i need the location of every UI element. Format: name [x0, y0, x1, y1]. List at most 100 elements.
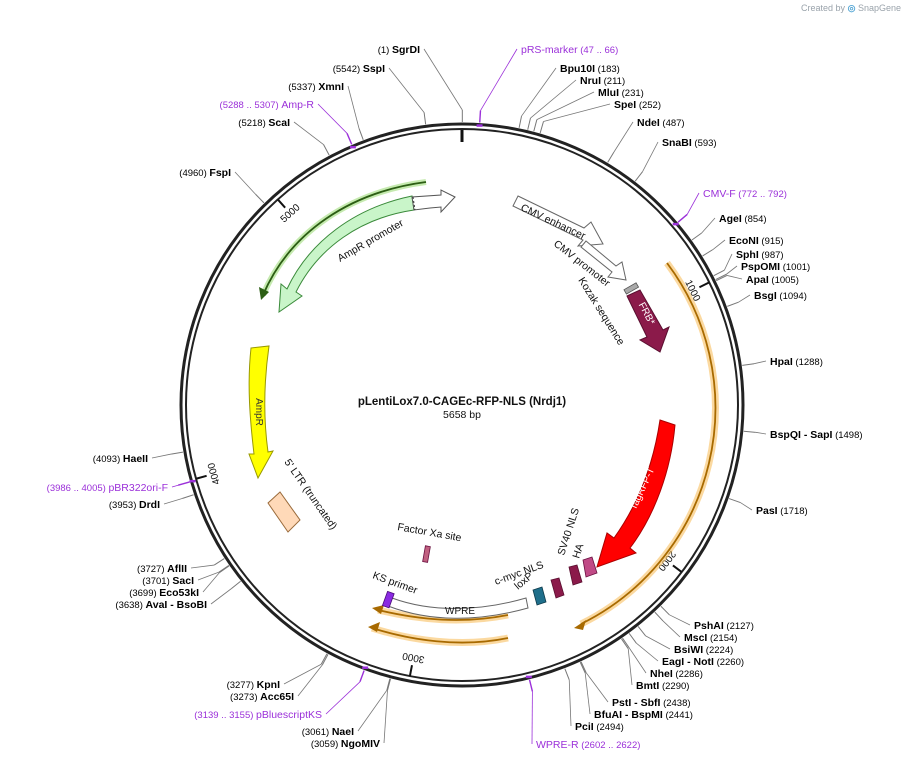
site-name: FspI	[209, 167, 231, 179]
primer-label-pbluescriptks: (3139 .. 3155) pBluescriptKS	[194, 709, 322, 721]
primer-label-amp-r: (5288 .. 5307) Amp-R	[220, 99, 315, 111]
site-label-psti: PstI - SbfI (2438)	[612, 697, 691, 709]
site-leader-psti	[585, 672, 609, 703]
site-leader-apai	[726, 275, 743, 280]
site-leader-eco53ki	[202, 572, 220, 593]
ampr-promoter-feature	[411, 189, 456, 214]
site-leader-spei	[543, 103, 611, 122]
site-leader-scai	[293, 121, 324, 145]
site-tick-kpni	[320, 653, 328, 665]
site-name2: - BspMI	[622, 709, 663, 721]
site-coord: (915)	[759, 236, 784, 247]
site-name: DrdI	[139, 499, 160, 511]
site-name: SpeI	[614, 99, 636, 111]
primer-coord: (3986 .. 4005)	[47, 483, 109, 494]
primer-label-cmv-f: CMV-F (772 .. 792)	[703, 188, 787, 200]
site-coord: (252)	[636, 100, 661, 111]
site-leader-ngomiv	[383, 690, 388, 744]
watermark-prefix: Created by	[801, 3, 846, 13]
site-coord: (2286)	[673, 669, 703, 680]
site-leader-bsiwi	[645, 635, 671, 650]
site-coord: (3061)	[302, 727, 332, 738]
site-label-pshai: PshAI (2127)	[694, 620, 754, 632]
site-tick-pshai	[660, 605, 670, 616]
site-tick-sspi	[423, 112, 427, 125]
scale-tick-3000	[408, 665, 413, 677]
ori-label: AmpR	[253, 398, 264, 426]
site-coord: (1005)	[769, 275, 799, 286]
site-coord: (5542)	[333, 64, 363, 75]
primer-leader-cmv-f	[686, 192, 700, 215]
site-leader-avai	[210, 588, 232, 605]
site-name: NheI	[650, 668, 673, 680]
snapgene-logo-icon: ◎	[847, 3, 856, 13]
site-leader-xmni	[347, 85, 360, 129]
site-leader-bfuai	[584, 672, 591, 715]
kozak-sequence-marker	[623, 282, 640, 295]
backbone-inner-ring	[185, 128, 739, 682]
site-leader-drdi	[163, 498, 183, 505]
site-coord: (487)	[660, 118, 685, 129]
site-tick-bfuai	[579, 661, 586, 674]
primer-label-pbr322ori-f: (3986 .. 4005) pBR322ori-F	[47, 482, 168, 494]
site-name: EcoNI	[729, 235, 759, 247]
site-leader-acc65i	[297, 664, 323, 697]
site-leader-hpai	[754, 360, 767, 365]
site-coord: (1)	[378, 45, 392, 56]
site-leader-bsgi	[738, 294, 751, 303]
primer-coord: (3139 .. 3155)	[194, 710, 256, 721]
site-tick-spei	[539, 121, 544, 134]
site-name: XmnI	[318, 81, 344, 93]
scale-tick-1000	[698, 281, 710, 289]
site-name: BmtI	[636, 680, 659, 692]
site-leader-msci	[662, 620, 681, 638]
site-name: SphI	[736, 249, 759, 261]
ltr-truncated-feature	[267, 491, 301, 533]
plasmid-length: 5658 bp	[443, 409, 481, 421]
snapgene-watermark: Created by ◎ SnapGene	[801, 3, 901, 14]
site-label-saci: (3701) SacI	[142, 575, 194, 587]
site-coord: (3638)	[115, 600, 145, 611]
site-leader-pasi	[740, 502, 753, 511]
site-leader-lines	[151, 48, 767, 745]
site-name2: - SbfI	[631, 697, 660, 709]
site-label-ngomiv: (3059) NgoMIV	[311, 738, 380, 750]
site-coord: (2441)	[663, 710, 693, 721]
site-name: Eco53kI	[159, 587, 199, 599]
site-name: HpaI	[770, 356, 793, 368]
site-leader-pshai	[669, 614, 691, 626]
primer-name: WPRE-R	[536, 739, 579, 751]
site-coord: (1288)	[793, 357, 823, 368]
site-coord: (211)	[601, 76, 625, 87]
site-tick-eagi	[628, 633, 637, 644]
site-name: PspOMI	[741, 261, 780, 273]
site-name: PstI	[612, 697, 631, 709]
site-tick-bsiwi	[637, 626, 647, 637]
site-label-nhei: NheI (2286)	[650, 668, 703, 680]
site-leader-kpni	[283, 663, 322, 685]
site-label-bfuai: BfuAI - BspMI (2441)	[594, 709, 693, 721]
cmv-promoter-feature	[580, 240, 627, 281]
site-leader-nhei	[628, 647, 647, 674]
ks-primer-label: KS primer	[371, 570, 419, 597]
site-tick-ndei	[607, 151, 615, 163]
site-coord: (854)	[742, 214, 767, 225]
site-tick-pasi	[728, 498, 741, 504]
site-label-naei: (3061) NaeI	[302, 726, 354, 738]
primer-name: pRS-marker	[521, 44, 578, 56]
scale-tick-4000	[195, 474, 207, 480]
site-name: AgeI	[719, 213, 742, 225]
site-tick-acc65i	[321, 654, 329, 666]
site-label-hpai: HpaI (1288)	[770, 356, 823, 368]
site-leader-sspi	[388, 67, 425, 113]
site-tick-mlui	[533, 119, 538, 132]
site-coord: (3059)	[311, 739, 341, 750]
site-leader-sgrdi	[423, 48, 463, 111]
site-name2: - BsoBI	[167, 599, 207, 611]
site-leader-nrui	[530, 79, 577, 119]
site-label-eagi: EagI - NotI (2260)	[662, 656, 744, 668]
site-label-spei: SpeI (252)	[614, 99, 661, 111]
frb-feature	[626, 289, 670, 353]
primer-tick-pbr322ori-f	[177, 481, 190, 486]
site-name: MscI	[684, 632, 707, 644]
